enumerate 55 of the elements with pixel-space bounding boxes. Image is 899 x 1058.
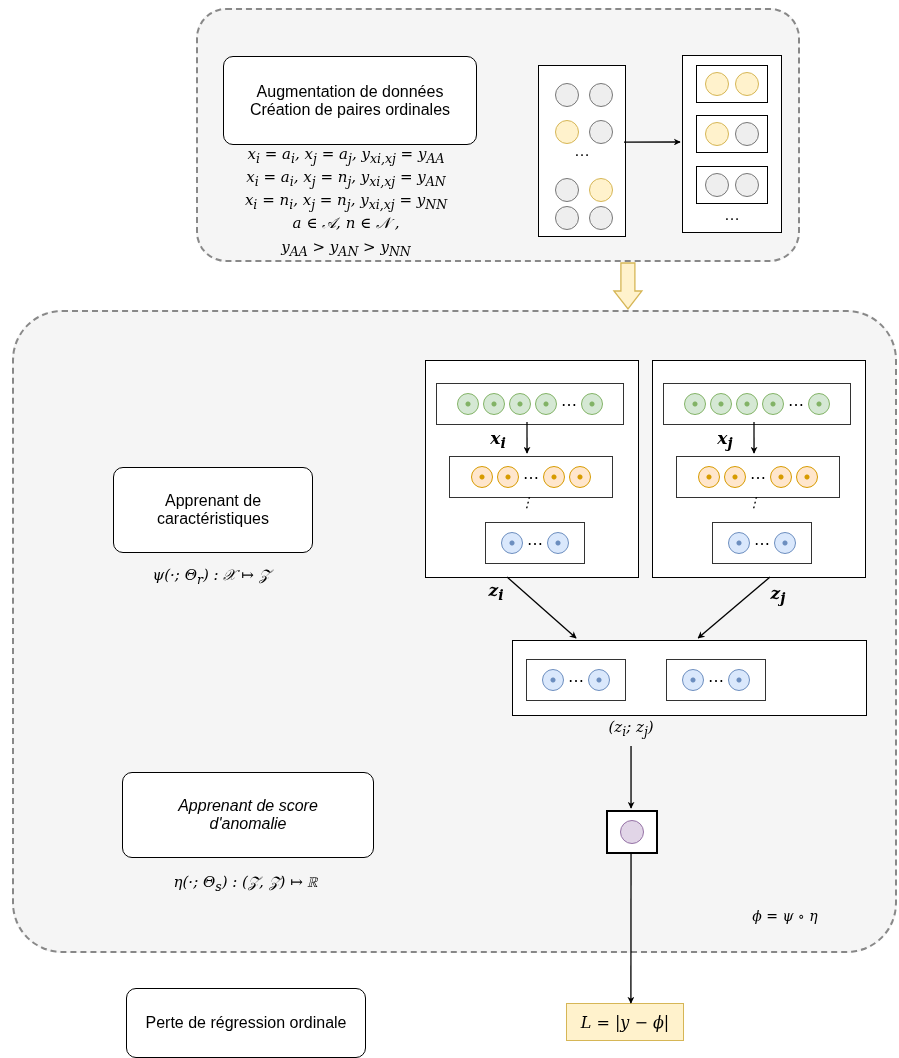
layer-box	[449, 456, 613, 498]
process-box	[113, 467, 313, 553]
layer-box	[666, 659, 766, 701]
formula: x$_{i}$ = a$_{i}$, x$_{j}$ = a$_{j}$, y$_{xi,xj}$ = y$_{AA}$	[247, 145, 445, 166]
encoder-box	[652, 360, 866, 578]
formula: ϕ = ψ ∘ η	[752, 908, 818, 924]
formula: ⋮	[747, 494, 761, 510]
box-text: Création de paires ordinales	[249, 100, 451, 119]
ellipsis: ⋯	[561, 394, 577, 414]
layer-box	[676, 456, 840, 498]
formula: η(·; Θ$_{s}$) : (𝒵, 𝒵) ↦ ℝ	[173, 873, 319, 894]
dashed-group	[196, 8, 800, 262]
box-text: Apprenant de score d'anomalie	[176, 797, 319, 833]
arrow	[623, 138, 681, 146]
ellipsis: ⋯	[708, 670, 724, 690]
arrow	[627, 851, 635, 1004]
ellipsis: ⋯	[788, 394, 804, 414]
arrow	[697, 576, 771, 639]
process-box	[223, 56, 477, 145]
ellipsis: …	[723, 206, 741, 224]
arrow	[750, 421, 758, 454]
score-box	[606, 810, 658, 854]
layer-box	[485, 522, 585, 564]
arrow	[506, 576, 577, 639]
formula: y$_{AA}$ > y$_{AN}$ > y$_{NN}$	[281, 238, 411, 259]
dashed-group	[12, 310, 897, 953]
box-text: Apprenant de caractéristiques	[155, 492, 270, 528]
formula: a ∈ 𝒜, n ∈ 𝒩 ,	[292, 214, 400, 232]
formula: (z$_{i}$; z$_{j}$)	[608, 718, 654, 739]
layer-box	[712, 522, 812, 564]
box-text: Perte de régression ordinale	[145, 1014, 347, 1032]
ellipsis: ⋯	[568, 670, 584, 690]
layer-box	[436, 383, 624, 425]
formula: x$_{i}$ = n$_{i}$, x$_{j}$ = n$_{j}$, y$_{xi,xj}$ = y$_{NN}$	[244, 191, 448, 212]
process-box	[126, 988, 366, 1058]
process-box	[122, 772, 374, 858]
box-text: Augmentation de données	[256, 82, 444, 101]
formula: ⋮	[520, 494, 534, 510]
formula: x$_{i}$ = a$_{i}$, x$_{j}$ = n$_{j}$, y$_{xi,xj}$ = y$_{AN}$	[246, 168, 446, 189]
ellipsis: ⋯	[754, 533, 770, 553]
ellipsis: …	[573, 142, 591, 160]
sample-set-box	[538, 65, 626, 237]
loss-formula: L = |y − ϕ|	[580, 1012, 670, 1032]
layer-box	[663, 383, 851, 425]
layer-box	[526, 659, 626, 701]
concat-box	[512, 640, 867, 716]
block-arrow	[612, 262, 644, 311]
ellipsis: ⋯	[527, 533, 543, 553]
encoder-box	[425, 360, 639, 578]
pair-set-box	[682, 55, 782, 233]
loss-box	[566, 1003, 684, 1041]
arrow	[523, 421, 531, 454]
ellipsis: ⋯	[750, 467, 766, 487]
ellipsis: ⋯	[523, 467, 539, 487]
arrow	[627, 745, 635, 809]
